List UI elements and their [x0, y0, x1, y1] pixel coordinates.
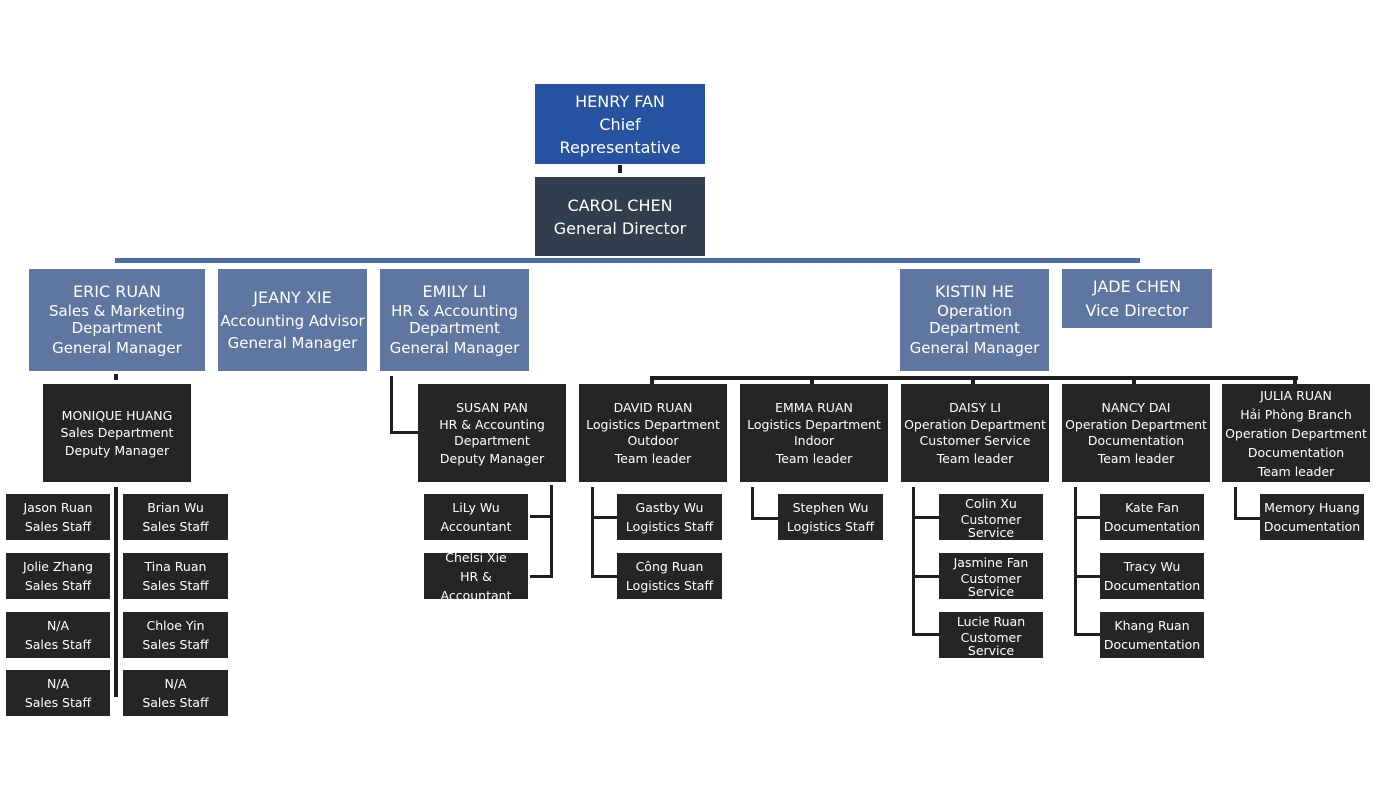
connector-line [1074, 516, 1100, 519]
node-jade-chen: JADE CHEN Vice Director [1062, 269, 1212, 328]
node-susan-pan: SUSAN PAN HR & Accounting Department Dep… [418, 384, 566, 482]
node-sales-staff: N/A Sales Staff [6, 670, 110, 716]
node-julia-ruan: JULIA RUAN Hải Phòng Branch Operation De… [1222, 384, 1370, 482]
node-jeany-xie: JEANY XIE Accounting Advisor General Man… [218, 269, 367, 371]
node-title: Chief Representative [559, 114, 681, 157]
node-carol-chen: CAROL CHEN General Director [535, 177, 705, 256]
node-documentation-staff: Tracy Wu Documentation [1100, 553, 1204, 599]
node-sales-staff: Brian Wu Sales Staff [123, 494, 228, 540]
node-documentation-staff: Khang Ruan Documentation [1100, 612, 1204, 658]
connector-line [810, 376, 814, 384]
node-eric-ruan: ERIC RUAN Sales & Marketing Department G… [29, 269, 205, 371]
connector-line [591, 575, 617, 578]
node-customer-service-staff: Lucie Ruan Customer Service [939, 612, 1043, 658]
node-emily-li: EMILY LI HR & Accounting Department Gene… [380, 269, 529, 371]
node-sales-staff: Tina Ruan Sales Staff [123, 553, 228, 599]
connector-line [1234, 487, 1237, 520]
connector-line [912, 633, 939, 636]
connector-line [1293, 376, 1297, 384]
node-documentation-staff: Memory Huang Documentation [1260, 494, 1364, 540]
node-name: HENRY FAN [575, 91, 665, 111]
node-logistics-staff: Gastby Wu Logistics Staff [617, 494, 722, 540]
node-monique-huang: MONIQUE HUANG Sales Department Deputy Ma… [43, 384, 191, 482]
node-logistics-staff: Công Ruan Logistics Staff [617, 553, 722, 599]
node-nancy-dai: NANCY DAI Operation Department Documenta… [1062, 384, 1210, 482]
connector-line [550, 485, 553, 578]
node-customer-service-staff: Colin Xu Customer Service [939, 494, 1043, 540]
node-sales-staff: Jolie Zhang Sales Staff [6, 553, 110, 599]
node-hr-staff: LiLy Wu Accountant [424, 494, 528, 540]
connector-line [591, 516, 617, 519]
node-sales-staff: Jason Ruan Sales Staff [6, 494, 110, 540]
connector-line [751, 517, 778, 520]
node-sales-staff: N/A Sales Staff [6, 612, 110, 658]
node-logistics-staff: Stephen Wu Logistics Staff [778, 494, 883, 540]
node-david-ruan: DAVID RUAN Logistics Department Outdoor … [579, 384, 727, 482]
connector-line [912, 487, 915, 636]
connector-line [390, 376, 393, 434]
node-hr-staff: Chelsi Xie HR & Accountant [424, 550, 528, 603]
node-sales-staff: Chloe Yin Sales Staff [123, 612, 228, 658]
connector-line [650, 376, 654, 384]
node-documentation-staff: Kate Fan Documentation [1100, 494, 1204, 540]
node-henry-fan: HENRY FAN Chief Representative [535, 84, 705, 164]
connector-line [390, 431, 418, 434]
connector-line [912, 516, 939, 519]
connector-line [1074, 633, 1100, 636]
connector-line [114, 374, 118, 380]
node-emma-ruan: EMMA RUAN Logistics Department Indoor Te… [740, 384, 888, 482]
connector-line [1132, 376, 1136, 384]
connector-line [1074, 487, 1077, 636]
connector-line [591, 487, 594, 578]
node-kistin-he: KISTIN HE Operation Department General M… [900, 269, 1049, 371]
connector-bar-level3 [115, 258, 1140, 263]
connector-line [618, 165, 622, 173]
connector-line [530, 575, 553, 578]
node-title: General Director [553, 218, 687, 238]
connector-line [1234, 517, 1260, 520]
node-daisy-li: DAISY LI Operation Department Customer S… [901, 384, 1049, 482]
connector-line [530, 515, 553, 518]
connector-line [971, 376, 975, 384]
connector-line [114, 487, 118, 697]
node-customer-service-staff: Jasmine Fan Customer Service [939, 553, 1043, 599]
node-name: CAROL CHEN [567, 195, 673, 215]
connector-line [912, 575, 939, 578]
connector-line [751, 487, 754, 520]
node-sales-staff: N/A Sales Staff [123, 670, 228, 716]
connector-line [1074, 575, 1100, 578]
